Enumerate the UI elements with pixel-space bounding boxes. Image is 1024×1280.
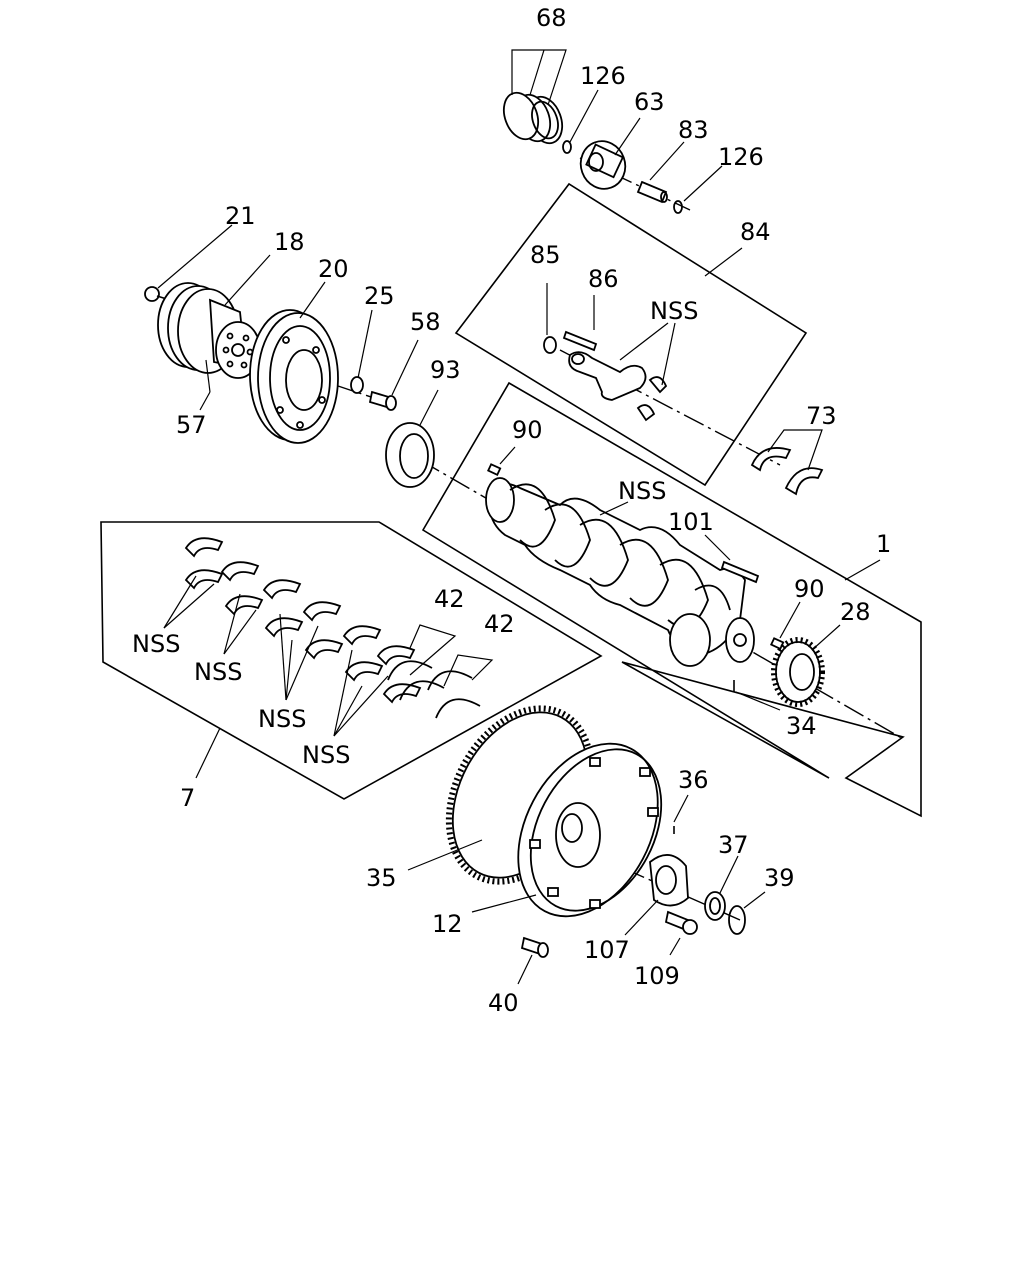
label-83: 83	[678, 116, 709, 144]
label-nss-3: NSS	[258, 705, 306, 733]
washer-25	[350, 376, 364, 394]
label-90-b: 90	[794, 575, 825, 603]
label-58: 58	[410, 308, 441, 336]
label-nss-2: NSS	[194, 658, 242, 686]
label-nss-rod: NSS	[650, 297, 698, 325]
piston	[579, 140, 627, 190]
crank-gear	[771, 637, 825, 707]
label-34: 34	[786, 712, 817, 740]
crank-pulley	[157, 282, 261, 379]
dowel-90-front	[487, 463, 502, 477]
dowel-90-rear	[770, 637, 785, 651]
label-25: 25	[364, 282, 395, 310]
piston-pin	[636, 180, 668, 204]
crankshaft-group-box	[421, 381, 922, 818]
rod-nut	[543, 336, 557, 354]
pin-101	[720, 560, 760, 584]
label-nss-1: NSS	[132, 630, 180, 658]
leader-68	[511, 49, 567, 106]
snap-ring-39	[728, 905, 746, 935]
front-oil-seal	[385, 422, 435, 488]
label-107: 107	[584, 936, 630, 964]
label-1: 1	[876, 530, 891, 558]
connecting-rod-group-box	[454, 182, 808, 487]
label-42-b: 42	[484, 610, 515, 638]
main-bearing-shells	[184, 537, 422, 704]
label-28: 28	[840, 598, 871, 626]
label-84: 84	[740, 218, 771, 246]
thrust-washers	[387, 660, 481, 719]
label-57: 57	[176, 411, 207, 439]
flywheel-bolt-40	[520, 936, 549, 958]
label-20: 20	[318, 255, 349, 283]
crank-damper	[249, 309, 339, 444]
label-85: 85	[530, 241, 561, 269]
label-86: 86	[588, 265, 619, 293]
label-90-a: 90	[512, 416, 543, 444]
label-93: 93	[430, 356, 461, 384]
label-12: 12	[432, 910, 463, 938]
label-nss-crank: NSS	[618, 477, 666, 505]
piston-pin-circlip	[562, 140, 572, 154]
rod-bolt	[562, 330, 598, 352]
bolt-109	[664, 910, 698, 935]
label-nss-4: NSS	[302, 741, 350, 769]
label-18: 18	[274, 228, 305, 256]
label-101: 101	[668, 508, 714, 536]
main-bearing-group-box	[100, 521, 603, 800]
label-68: 68	[536, 4, 567, 32]
label-37: 37	[718, 831, 749, 859]
flywheel-centerline	[559, 839, 741, 921]
label-35: 35	[366, 864, 397, 892]
adapter-107	[649, 854, 689, 907]
bolt-21	[144, 286, 171, 302]
label-126-b: 126	[718, 143, 764, 171]
rod-bearing-upper	[750, 447, 792, 472]
label-21: 21	[225, 202, 256, 230]
label-42-a: 42	[434, 585, 465, 613]
label-109: 109	[634, 962, 680, 990]
rod-bearing-lower	[784, 467, 824, 496]
rod-cap	[648, 376, 668, 394]
bolt-58	[368, 390, 397, 411]
label-126-a: 126	[580, 62, 626, 90]
label-63: 63	[634, 88, 665, 116]
connecting-rod	[568, 351, 647, 401]
label-7: 7	[180, 784, 195, 812]
piston-rings	[502, 91, 564, 145]
piston-pin-circlip-2	[673, 200, 683, 214]
label-36: 36	[678, 766, 709, 794]
flywheel	[517, 742, 663, 918]
label-39: 39	[764, 864, 795, 892]
bearing-37	[704, 891, 726, 921]
label-40: 40	[488, 989, 519, 1017]
label-73: 73	[806, 402, 837, 430]
